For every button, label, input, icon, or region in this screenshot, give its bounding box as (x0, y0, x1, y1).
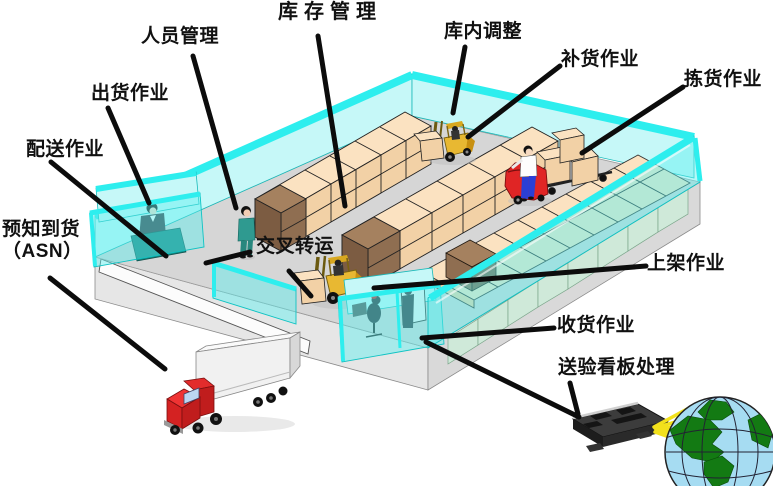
label-asn-line2: （ASN） (2, 241, 83, 262)
line-putaway (371, 263, 649, 291)
graticule (665, 397, 773, 486)
label-inventory-management: 库存管理 (278, 1, 382, 23)
picking-group (504, 127, 613, 206)
label-personnel-management: 人员管理 (141, 26, 220, 47)
kanban-terminal (571, 401, 670, 452)
line-shipping (105, 105, 152, 206)
forklift-top (413, 120, 476, 165)
right-glass-wall (427, 134, 703, 349)
cart-boxes (536, 127, 613, 195)
line-office-terminal (423, 339, 582, 420)
continents (669, 399, 773, 486)
label-asn: 预知到货 （ASN） (2, 219, 83, 263)
box-row-a (254, 111, 432, 252)
label-distribution: 配送作业 (26, 139, 105, 160)
line-kanban (567, 380, 581, 417)
label-internal-adjustment: 库内调整 (444, 21, 523, 42)
truck-cab (164, 377, 222, 435)
line-asn (47, 275, 168, 372)
dock-apron (98, 258, 311, 355)
label-replenishment: 补货作业 (561, 49, 640, 70)
line-receiving (419, 325, 557, 341)
line-personnel (190, 53, 239, 211)
label-putaway: 上架作业 (647, 253, 726, 274)
terminal-keys (583, 407, 647, 428)
label-picking: 拣货作业 (684, 69, 763, 90)
line-crossdock-left (203, 249, 253, 266)
line-crossdock-down (286, 268, 314, 299)
line-distribution (48, 159, 169, 259)
picking-worker (511, 145, 538, 202)
label-cross-docking: 交叉转运 (256, 236, 335, 257)
line-inventory (315, 33, 348, 209)
receiving-office (337, 267, 445, 363)
dock-panel (212, 260, 297, 325)
line-adjustment (450, 44, 468, 116)
label-inspection-kanban: 送验看板处理 (558, 357, 676, 378)
label-shipping: 出货作业 (91, 83, 170, 104)
line-replenishment (465, 63, 563, 140)
globe (664, 396, 773, 486)
label-asn-line1: 预知到货 (2, 219, 81, 240)
line-picking (579, 84, 686, 156)
delivery-truck (164, 331, 301, 435)
pointer-lines (47, 33, 686, 420)
label-receiving: 收货作业 (557, 315, 636, 336)
